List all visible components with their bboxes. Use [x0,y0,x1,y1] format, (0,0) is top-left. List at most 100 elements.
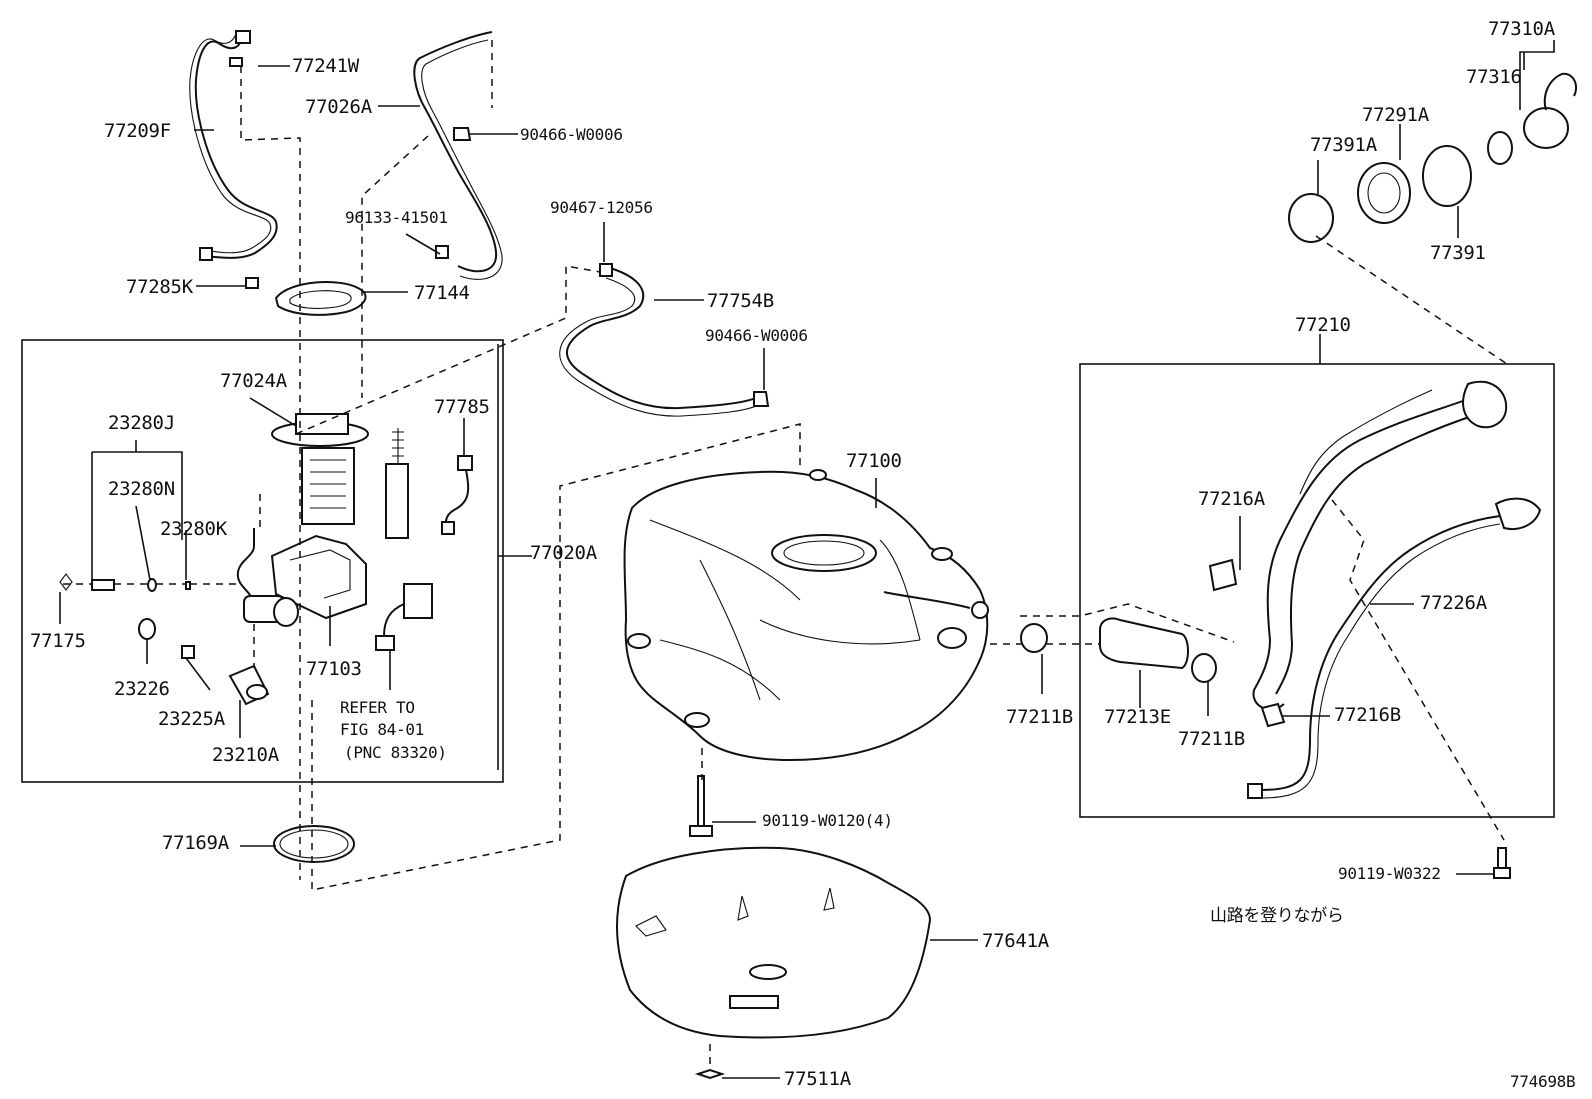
filter-23210A-end [246,684,268,700]
tank-neck-end [971,601,989,619]
hose-77226A [1259,515,1501,791]
figure-id: 774698B [1510,1072,1576,1091]
bracket-77216A [1208,558,1238,592]
clip-90467 [599,263,613,277]
clamp-77211B-2 [1191,653,1217,683]
clip-90466-top [453,127,472,141]
ring-77144 [274,281,367,316]
label-77511A: 77511A [784,1068,851,1090]
clip-90466-mid [753,391,770,407]
label-77316: 77316 [1466,66,1522,88]
label-77785: 77785 [434,396,490,418]
filler-pipe-head [1462,380,1508,429]
label-77026A: 77026A [305,96,372,118]
filler-pipe-77210 [1253,391,1489,691]
ring-77291A-inner [1367,172,1401,214]
label-90467-12056: 90467-12056 [550,198,653,217]
hose-77209F [194,36,278,259]
tank-port [937,627,967,649]
label-23226: 23226 [114,678,170,700]
hose-77226A-end [1247,783,1263,799]
hose-77026A-inner [421,39,503,280]
filler-pipe-breather [1299,389,1433,495]
hose-77209F-end [235,30,251,44]
label-77213E: 77213E [1104,706,1171,728]
leader-lines [59,40,1555,1079]
label-77226A: 77226A [1420,592,1487,614]
fuel-tank-77100 [623,470,989,762]
fuel-pump-assembly-box [21,339,504,783]
pump-body [301,447,355,525]
label-77216B: 77216B [1334,704,1401,726]
label-90466-W0006-mid: 90466-W0006 [705,326,808,345]
bracket-77103-inner [289,549,351,599]
label-23280K: 23280K [160,518,227,540]
label-90119-W0120-4: 90119-W0120(4) [762,811,893,830]
clamp-77211B-1 [1020,623,1048,653]
hose-77226A-head [1494,497,1542,530]
label-77754B: 77754B [707,290,774,312]
label-77144: 77144 [414,282,470,304]
dashed-links [63,40,1511,1070]
filler-pipe-77210-b [1275,413,1479,695]
bolt-90119-w0322-head [1493,867,1511,879]
gasket-77391 [1422,145,1472,207]
label-23210A: 23210A [212,744,279,766]
plug-refer-wire [383,603,405,637]
clamp-77216B [1260,702,1286,728]
regulator-cap [273,597,299,627]
hose-77754B [566,267,757,410]
cap-tether [1543,72,1578,111]
hose-77209F-inner [189,33,272,254]
bolt-90119-w0120 [697,775,705,827]
bolt-90119-w0322 [1497,847,1507,871]
tank-crease-2 [659,619,921,701]
ring-77291A [1357,162,1411,224]
plug-refer [403,583,433,619]
label-90119-W0322: 90119-W0322 [1338,864,1441,883]
label-23225A: 23225A [158,708,225,730]
sender-rod [392,428,404,464]
label-77024A: 77024A [220,370,287,392]
hose-77213E [1099,617,1189,670]
gasket-77169A [273,825,355,863]
plug-refer-end [375,635,395,651]
clip-77175 [59,573,73,591]
cap-77310A [1523,107,1569,149]
ring-77316 [1487,131,1513,165]
clip-77241W [229,57,243,67]
label-77391A: 77391A [1310,134,1377,156]
label-77175: 77175 [30,630,86,652]
tank-mount-2 [684,712,710,728]
label-77391: 77391 [1430,242,1486,264]
hose-77226A-inner [1259,523,1501,799]
label-77100: 77100 [846,450,902,472]
label-77241W: 77241W [292,55,359,77]
gasket-77169A-inner [279,829,349,859]
tank-mount-3 [931,547,953,561]
protector-77641A [616,846,932,1039]
label-77169A: 77169A [162,832,229,854]
tank-pump-opening-inner [783,540,865,566]
clip-77511A [694,1068,726,1080]
label-77641A: 77641A [982,930,1049,952]
label-23280J: 23280J [108,412,175,434]
label-refer-line1: REFER TO [340,698,415,717]
japanese-note: 山路を登りながら [1210,906,1344,926]
label-refer-line2: FIG 84-01 [340,720,424,739]
tank-fill-neck [883,591,971,609]
gasket-77391A [1288,193,1334,243]
fitting-23280J [91,579,115,591]
filler-pipe-assembly-box [1079,363,1555,818]
connector-77285K [245,277,259,289]
protector-feature-1 [635,887,835,937]
label-77310A: 77310A [1488,18,1555,40]
part-23280K [185,581,191,590]
label-77210: 77210 [1295,314,1351,336]
label-90466-W0006-top: 90466-W0006 [520,125,623,144]
sender-77785 [385,463,409,539]
part-23225A [181,645,195,659]
hose-77754B-inner [559,277,757,417]
